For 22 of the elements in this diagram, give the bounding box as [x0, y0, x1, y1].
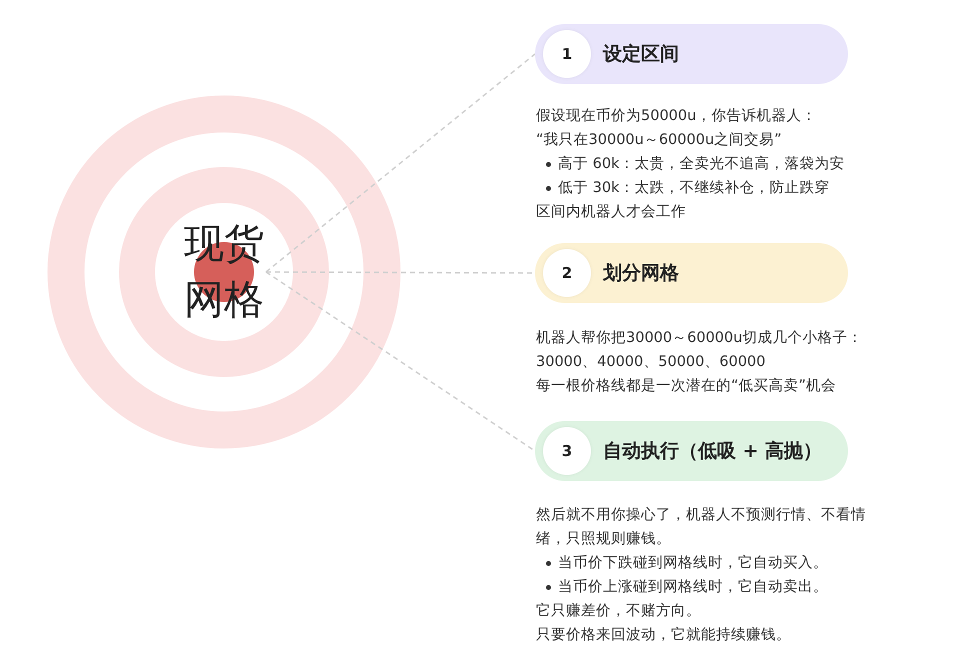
- description-text: 然后就不用你操心了，机器人不预测行情、不看情绪，只照规则赚钱。: [536, 506, 867, 549]
- description-text: 假设现在币价为50000u，你告诉机器人：: [536, 106, 818, 126]
- description-text: 30000、40000、50000、60000: [536, 353, 767, 372]
- description-text: 只要价格来回波动，它就能持续赚钱。: [536, 626, 792, 645]
- connector-line: [266, 53, 536, 273]
- bullet-item: 高于 60k：太贵，全卖光不追高，落袋为安: [536, 152, 958, 176]
- step-title: 自动执行（低吸 + 高抛）: [603, 439, 822, 464]
- step-title: 划分网格: [603, 261, 679, 286]
- connector-line: [266, 271, 536, 452]
- step-number: 2: [543, 249, 591, 297]
- step-number: 1: [543, 30, 591, 78]
- description-text: “我只在30000u～60000u之间交易”: [536, 130, 783, 150]
- bullet-item: 当币价下跌碰到网格线时，它自动买入。: [536, 551, 908, 575]
- description-text: 每一根价格线都是一次潜在的“低买高卖”机会: [536, 376, 838, 396]
- bullet-item: 当币价上涨碰到网格线时，它自动卖出。: [536, 575, 908, 599]
- description-text: 区间内机器人才会工作: [536, 203, 687, 222]
- bullet-item: 低于 30k：太跌，不继续补仓，防止跌穿: [536, 176, 958, 200]
- description-text: 它只赚差价，不赌方向。: [536, 602, 702, 621]
- step-title: 设定区间: [603, 42, 679, 67]
- description-text: 机器人帮你把30000～60000u切成几个小格子：: [536, 329, 864, 348]
- step-number: 3: [543, 427, 591, 475]
- connector-line: [266, 271, 535, 274]
